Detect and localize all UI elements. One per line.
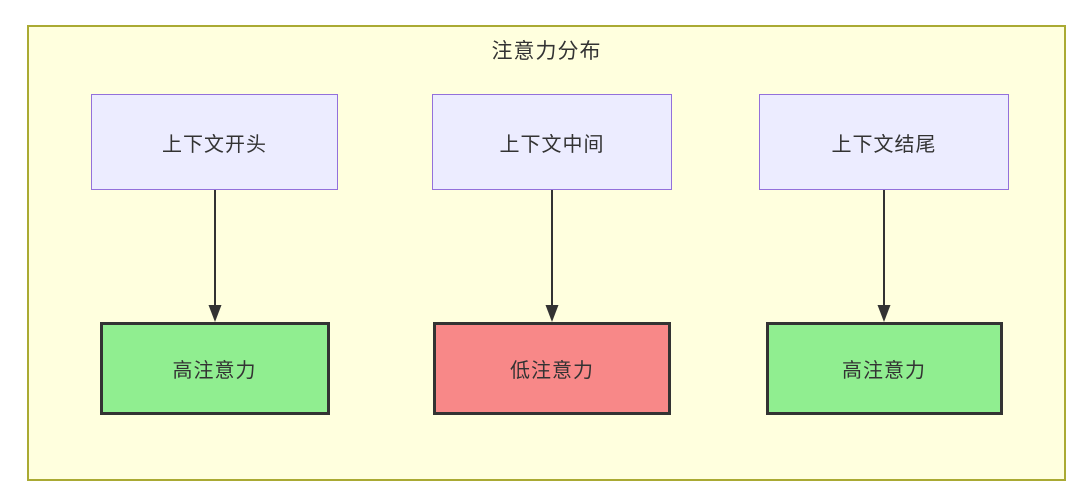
node-low-attention-middle: 低注意力 [433,322,671,415]
node-context-start: 上下文开头 [91,94,338,190]
flow-column-context-middle: 上下文中间 低注意力 [432,94,672,415]
diagram-container: 注意力分布 上下文开头 高注意力 上下文中间 低注意力 上下文结尾 [27,25,1066,481]
flow-column-context-end: 上下文结尾 高注意力 [759,94,1009,415]
node-high-attention-right: 高注意力 [765,322,1003,415]
node-high-attention-left: 高注意力 [99,322,330,415]
flow-column-context-start: 上下文开头 高注意力 [91,94,338,415]
node-context-end: 上下文结尾 [759,94,1009,190]
node-context-middle: 上下文中间 [432,94,672,190]
arrow-down-icon [877,190,891,322]
arrow-down-icon [545,190,559,322]
diagram-title: 注意力分布 [491,39,602,63]
arrow-down-icon [208,190,221,322]
